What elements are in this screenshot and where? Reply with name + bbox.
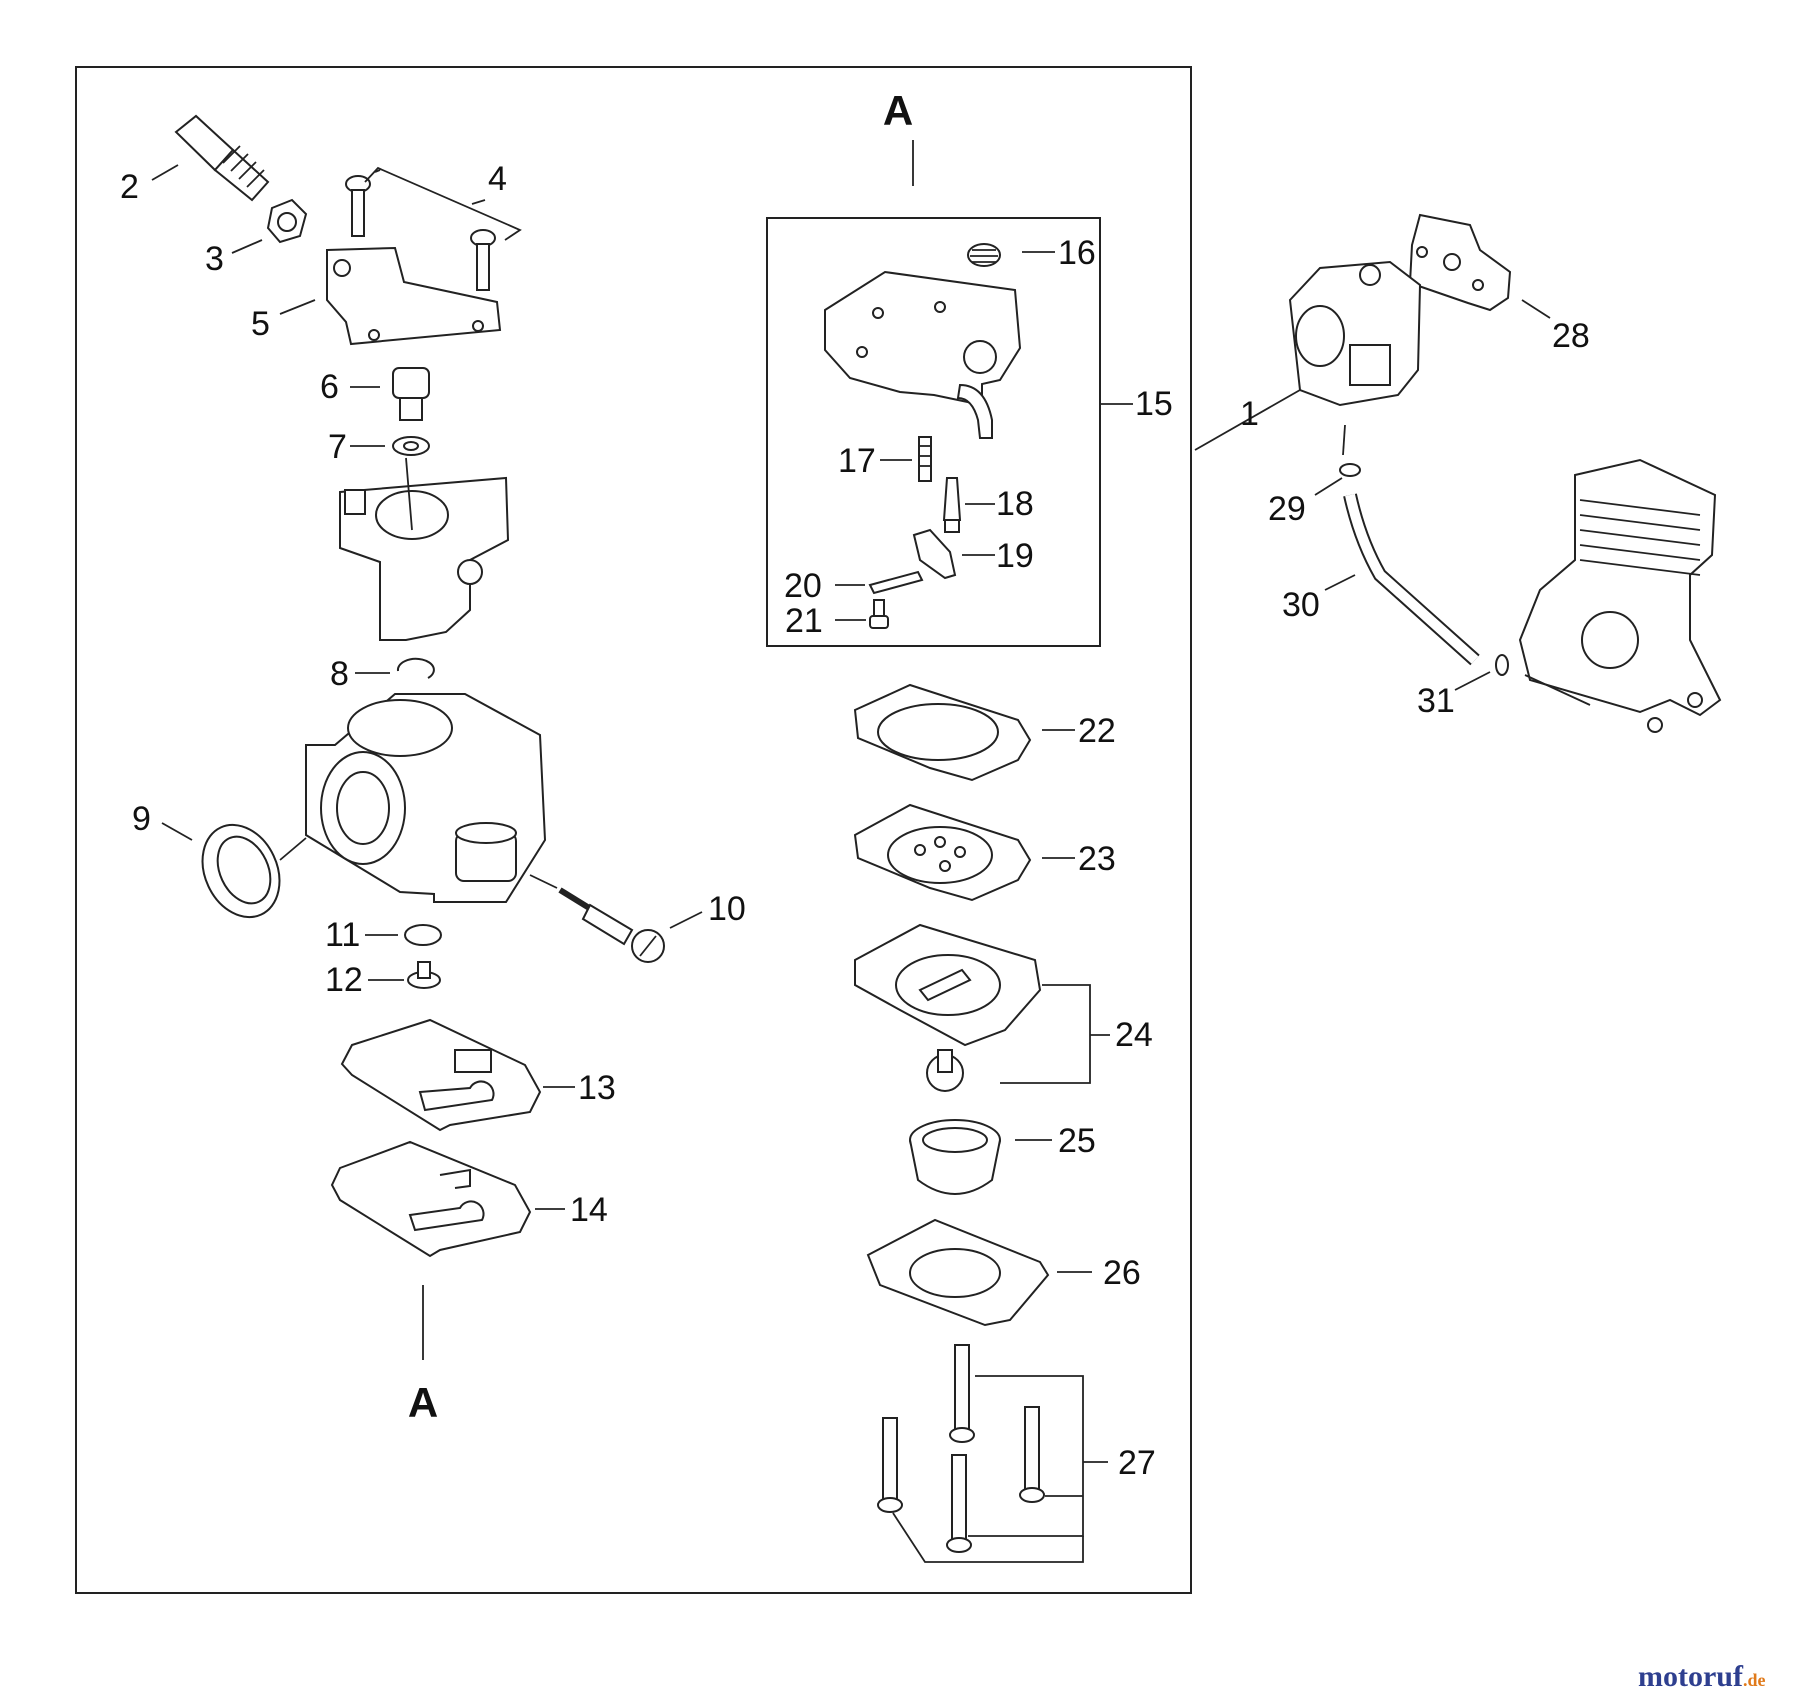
- main-frame: [75, 66, 1192, 1594]
- part-19-lever: [912, 528, 957, 580]
- callout-29: 29: [1268, 490, 1306, 528]
- callout-9: 9: [132, 800, 151, 838]
- callout-16: 16: [1058, 234, 1096, 272]
- callout-2: 2: [120, 168, 139, 206]
- subassembly-frame-15: [766, 217, 1101, 647]
- part-2-adjuster-knob: [174, 114, 270, 202]
- part-25-primer-bulb: [909, 1119, 1001, 1195]
- part-12-jet: [407, 961, 441, 989]
- callout-19: 19: [996, 537, 1034, 575]
- callout-14: 14: [570, 1191, 608, 1229]
- callout-8: 8: [330, 655, 349, 693]
- part-20-pin: [868, 570, 924, 595]
- part-16-filter-screen: [967, 243, 1001, 267]
- section-marker-top: A: [883, 87, 913, 134]
- callout-21: 21: [785, 602, 823, 640]
- part-24-metering-cover: [854, 923, 1042, 1092]
- part-carburetor-body: [305, 693, 547, 903]
- part-31-o-ring: [1495, 654, 1509, 676]
- part-pump-body: [824, 270, 1022, 439]
- callout-28: 28: [1552, 317, 1590, 355]
- part-8-clip: [396, 657, 435, 679]
- callout-22: 22: [1078, 712, 1116, 750]
- part-5-bracket: [326, 246, 502, 346]
- part-1-carburetor-assembly: [1288, 260, 1422, 407]
- part-6-plug: [392, 367, 430, 421]
- part-14-diaphragm: [330, 1140, 532, 1258]
- watermark-tld: .de: [1743, 1670, 1766, 1690]
- watermark-main: motoruf: [1638, 1660, 1744, 1693]
- section-marker-bottom: A: [408, 1379, 438, 1426]
- leader-lines: [151, 164, 1591, 1563]
- callout-3: 3: [205, 240, 224, 278]
- part-pump-cover: [339, 476, 510, 641]
- callout-17: 17: [838, 442, 876, 480]
- callout-24: 24: [1115, 1016, 1153, 1054]
- callout-26: 26: [1103, 1254, 1141, 1292]
- part-9-seal-ring: [201, 823, 281, 919]
- part-13-gasket: [340, 1018, 542, 1132]
- part-21-screw: [869, 599, 889, 629]
- callout-25: 25: [1058, 1122, 1096, 1160]
- callout-12: 12: [325, 961, 363, 999]
- part-23-diaphragm: [853, 803, 1032, 902]
- callout-4: 4: [488, 160, 507, 198]
- part-17-spring: [918, 436, 932, 482]
- callout-20: 20: [784, 567, 822, 605]
- callout-23: 23: [1078, 840, 1116, 878]
- callout-7: 7: [328, 428, 347, 466]
- callout-5: 5: [251, 305, 270, 343]
- part-7-washer: [392, 436, 430, 456]
- part-4-screws: [345, 175, 496, 291]
- callout-15: 15: [1135, 385, 1173, 423]
- part-30-fuel-hose: [1343, 493, 1480, 666]
- callout-13: 13: [578, 1069, 616, 1107]
- part-3-hex-nut: [266, 198, 308, 244]
- engine-assembly: [1518, 458, 1722, 733]
- watermark: motoruf.de: [1638, 1660, 1765, 1693]
- callout-6: 6: [320, 368, 339, 406]
- callout-11: 11: [325, 916, 360, 954]
- part-28-insulator-gasket: [1408, 213, 1512, 312]
- callout-18: 18: [996, 485, 1034, 523]
- part-18-inlet-needle: [942, 477, 962, 533]
- part-26-retainer-plate: [866, 1218, 1050, 1327]
- part-10-needle-screw: [558, 887, 665, 963]
- part-29-o-ring: [1339, 463, 1361, 477]
- callout-27: 27: [1118, 1444, 1156, 1482]
- callout-30: 30: [1282, 586, 1320, 624]
- callout-10: 10: [708, 890, 746, 928]
- callout-31: 31: [1417, 682, 1455, 720]
- part-27-screws: [877, 1344, 1045, 1553]
- callout-1: 1: [1240, 395, 1259, 433]
- part-11-o-ring: [404, 924, 442, 946]
- part-22-gasket: [853, 683, 1032, 782]
